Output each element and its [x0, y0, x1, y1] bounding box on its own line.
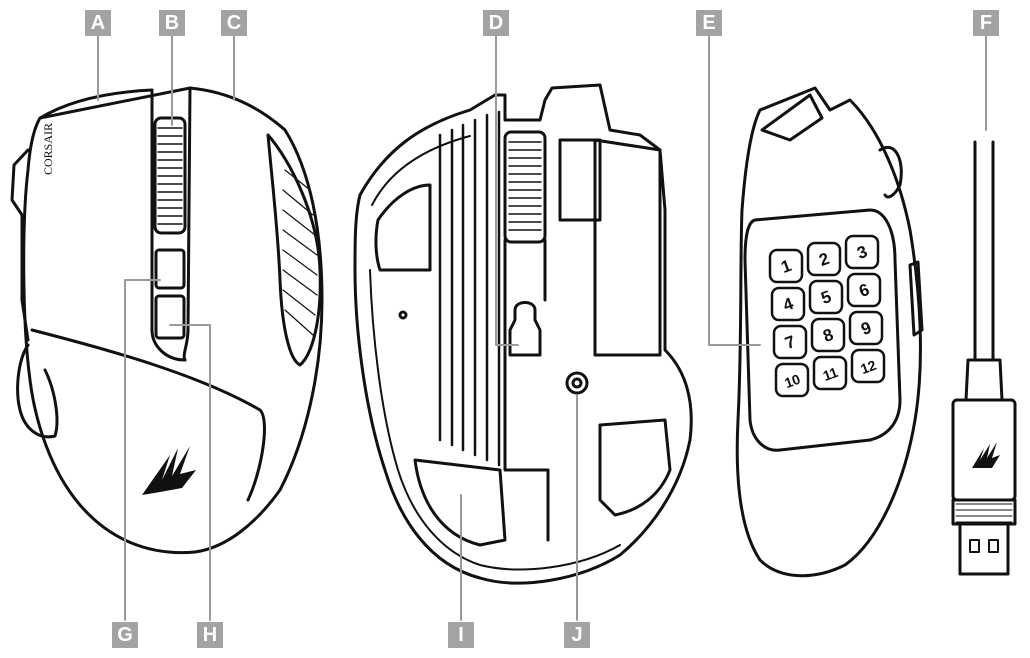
- keypad-key-cap: [774, 362, 810, 398]
- top-shell-outline: [22, 86, 324, 555]
- top-left-button-split: [150, 90, 187, 362]
- leader-e: [708, 35, 761, 346]
- callout-j: J: [564, 622, 590, 648]
- keypad-key-12: 12: [850, 348, 886, 384]
- keypad-key-label: 7: [782, 332, 797, 353]
- keypad-key-cap: [812, 355, 848, 391]
- bottom-scroll-ridges: [508, 141, 542, 231]
- keypad-key-label: 1: [778, 256, 793, 277]
- bottom-lower-left-foot: [413, 458, 507, 547]
- side-top-button: [760, 93, 824, 142]
- brand-wordmark: CORSAIR: [41, 123, 55, 175]
- keypad-key-cap: [810, 317, 846, 353]
- keypad-key-cap: [846, 272, 882, 308]
- usb-cable: [951, 140, 1017, 576]
- top-scroll-wheel-ridges: [157, 127, 183, 225]
- keypad-key-label: 5: [818, 287, 833, 308]
- usb-connector-body: [951, 398, 1017, 502]
- top-side-buttons: [10, 148, 30, 342]
- top-scroll-wheel: [153, 116, 187, 235]
- leader-lines: [97, 35, 987, 621]
- keypad-key-cap: [772, 324, 808, 360]
- keypad-key-1: 1: [768, 248, 804, 284]
- leader-h: [169, 324, 211, 621]
- leader-d: [495, 35, 519, 346]
- callout-c: C: [221, 10, 247, 36]
- dpi-up-button: [154, 248, 186, 290]
- bottom-small-hole: [398, 310, 408, 320]
- bottom-top-foot: [558, 138, 602, 222]
- keypad-key-cap: [768, 248, 804, 284]
- keypad-key-label: 3: [854, 242, 869, 263]
- callout-a: A: [85, 10, 111, 36]
- usb-plug-slot-right: [988, 539, 999, 553]
- keypad-key-6: 6: [846, 272, 882, 308]
- keypad-key-cap: [806, 241, 842, 277]
- leader-g: [124, 279, 161, 621]
- usb-plug-slot-left: [969, 539, 980, 553]
- cable-strain-relief: [964, 358, 1004, 402]
- top-palm-line: [30, 328, 266, 502]
- keypad-key-10: 10: [774, 362, 810, 398]
- usb-corsair-logo-icon: [972, 442, 1000, 468]
- keypad-key-7: 7: [772, 324, 808, 360]
- keypad-key-label: 4: [780, 294, 796, 315]
- keypad-key-cap: [848, 310, 884, 346]
- corsair-logo-icon: [142, 446, 196, 495]
- keypad-key-11: 11: [812, 355, 848, 391]
- keypad-key-label: 11: [821, 364, 841, 384]
- side-rear-bump: [878, 146, 903, 199]
- top-right-button-split: [182, 86, 192, 362]
- keypad-key-5: 5: [808, 279, 844, 315]
- keypad-key-cap: [844, 234, 880, 270]
- side-edge-button: [908, 260, 924, 337]
- usb-grip-texture: [955, 503, 1013, 523]
- weight-screw: [565, 371, 589, 395]
- bottom-inner-outline: [369, 135, 621, 571]
- sensor-window: [508, 301, 542, 357]
- callout-g: G: [112, 622, 138, 648]
- top-right-grip: [266, 133, 322, 367]
- keypad-key-3: 3: [844, 234, 880, 270]
- bottom-rails: [438, 110, 501, 467]
- callout-d: D: [483, 10, 509, 36]
- top-thumb-rest: [16, 343, 59, 439]
- side-shell-outline: [735, 86, 922, 578]
- bottom-lower-right-foot: [598, 418, 672, 517]
- bottom-scroll-wheel: [503, 130, 547, 244]
- keypad-key-2: 2: [806, 241, 842, 277]
- top-right-grip-texture: [282, 169, 318, 336]
- keypad-key-label: 8: [820, 325, 835, 346]
- keypad-key-cap: [808, 279, 844, 315]
- mouse-top-view: CORSAIR: [10, 86, 324, 555]
- keypad-key-label: 10: [782, 371, 802, 391]
- callout-e: E: [696, 10, 722, 36]
- callout-f: F: [973, 10, 999, 36]
- keypad-key-label: 6: [856, 280, 871, 301]
- mouse-bottom-view: [353, 83, 693, 585]
- keypad-key-label: 12: [858, 357, 878, 377]
- keypad-key-8: 8: [810, 317, 846, 353]
- bottom-center-channel: [503, 238, 550, 542]
- bottom-left-foot: [374, 183, 432, 272]
- keypad-area: [743, 208, 902, 452]
- bottom-right-panel: [593, 138, 662, 357]
- keypad-key-label: 9: [858, 318, 873, 339]
- weight-screw-inner: [571, 377, 583, 389]
- keypad-key-cap: [770, 286, 806, 322]
- keypad-key-cap: [850, 348, 886, 384]
- usb-plug: [958, 522, 1010, 576]
- keypad-key-9: 9: [848, 310, 884, 346]
- keypad-key-label: 2: [816, 249, 831, 270]
- callout-b: B: [159, 10, 185, 36]
- callout-h: H: [197, 622, 223, 648]
- callout-i: I: [448, 622, 474, 648]
- keypad-key-4: 4: [770, 286, 806, 322]
- bottom-shell-outline: [353, 83, 693, 585]
- dpi-down-button: [154, 294, 186, 340]
